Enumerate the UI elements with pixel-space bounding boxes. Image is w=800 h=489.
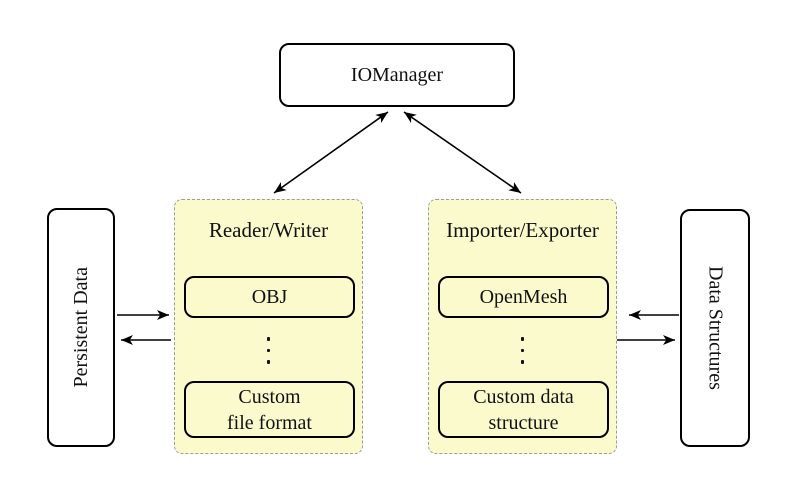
custom-data-structure-line1: Custom data (473, 385, 574, 408)
importer-exporter-title: Importer/Exporter (446, 218, 599, 242)
arrow-iomanager-readerwriter (273, 111, 389, 194)
persistent-data-label: Persistent Data (69, 267, 92, 388)
vertical-ellipsis-icon (175, 337, 362, 364)
importer-exporter-group: Importer/Exporter OpenMesh Custom data s… (428, 199, 617, 454)
data-structures-label: Data Structures (704, 266, 727, 390)
custom-file-format-line1: Custom (238, 385, 301, 408)
obj-node: OBJ (184, 276, 355, 318)
reader-writer-group: Reader/Writer OBJ Custom file format (174, 199, 363, 454)
custom-data-structure-node: Custom data structure (438, 381, 609, 438)
persistent-data-node: Persistent Data (47, 208, 115, 447)
reader-writer-title: Reader/Writer (208, 218, 329, 242)
custom-file-format-line2: file format (227, 411, 312, 434)
vertical-ellipsis-icon (429, 337, 616, 364)
custom-data-structure-line2: structure (488, 411, 559, 434)
custom-file-format-node: Custom file format (184, 381, 355, 438)
data-structures-node: Data Structures (680, 209, 750, 447)
openmesh-node: OpenMesh (438, 276, 609, 318)
iomanager-node: IOManager (279, 43, 515, 107)
iomanager-label: IOManager (350, 63, 444, 86)
openmesh-label: OpenMesh (479, 285, 568, 308)
obj-label: OBJ (251, 285, 288, 308)
arrow-iomanager-importerexporter (403, 111, 522, 194)
